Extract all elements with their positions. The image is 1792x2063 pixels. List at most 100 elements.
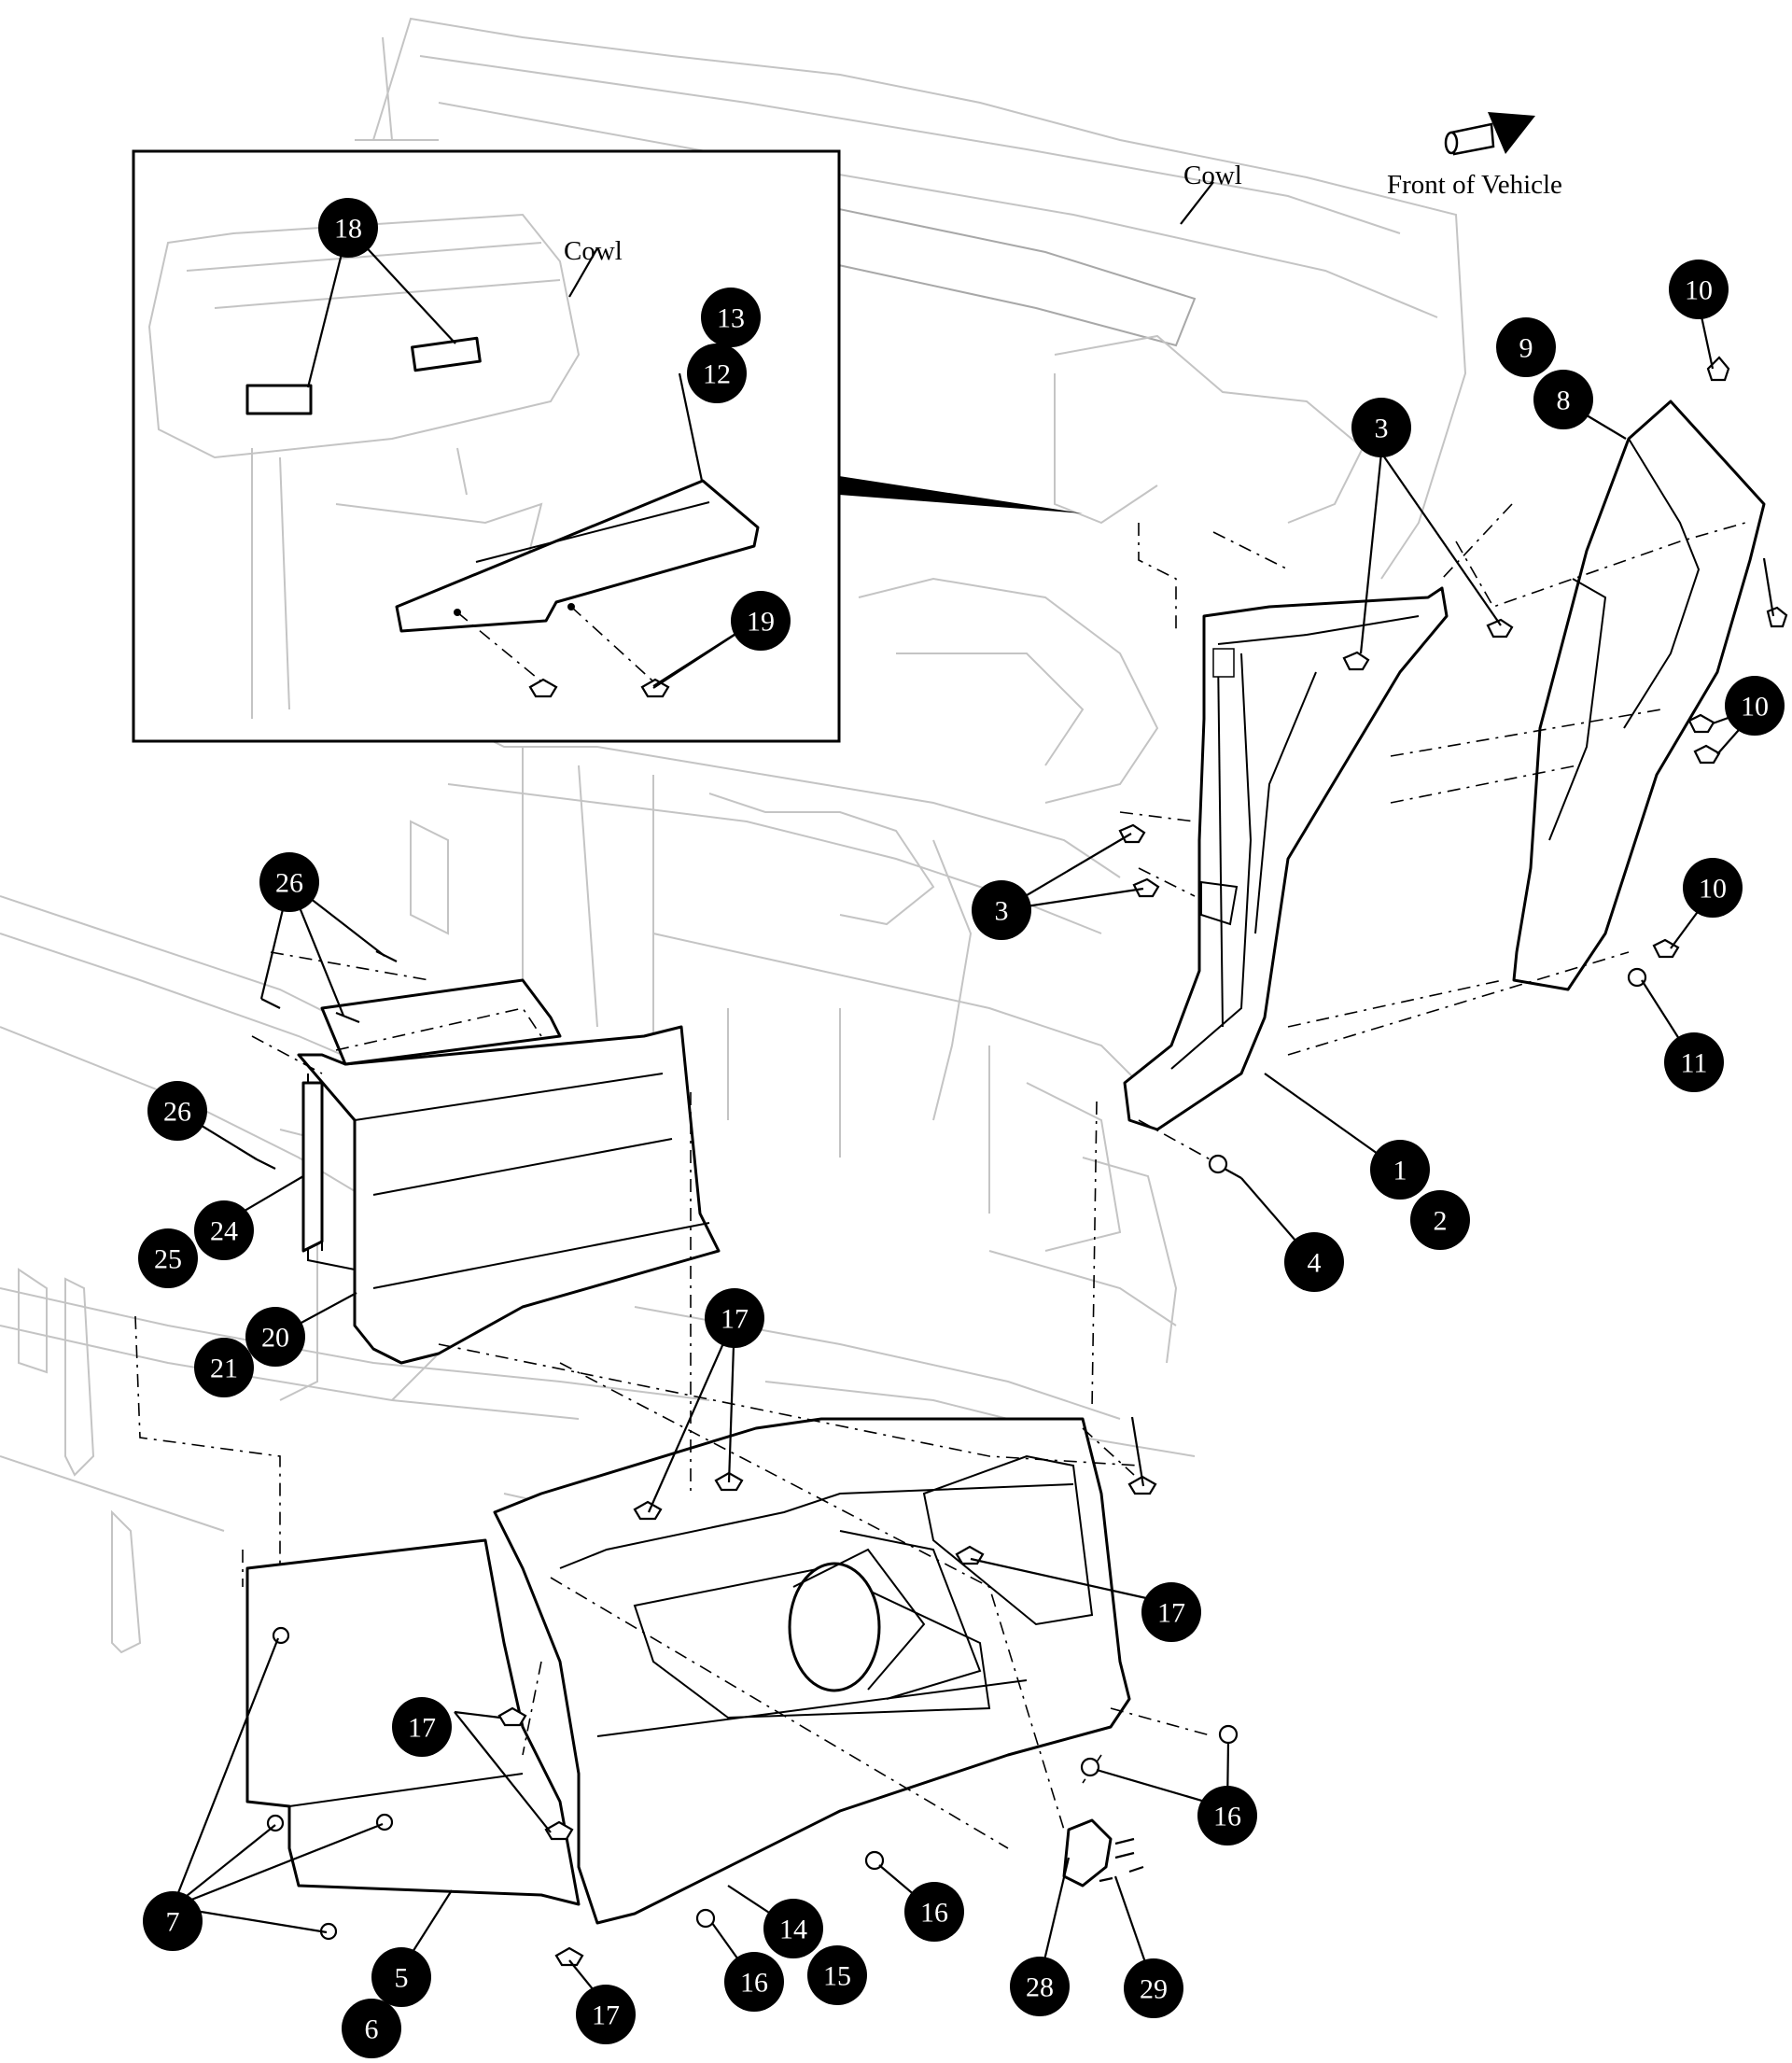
callout-circle	[904, 1882, 964, 1942]
callout-number: 20	[261, 1323, 289, 1354]
dash-trim-panel-part	[297, 978, 721, 1365]
callout-c12: 12	[687, 344, 747, 403]
callout-number: 19	[747, 607, 775, 638]
callout-circle	[342, 1999, 401, 2058]
callout-number: 12	[703, 359, 731, 390]
callout-number: 25	[154, 1244, 182, 1275]
callout-number: 17	[1157, 1598, 1185, 1629]
callout-number: 29	[1140, 1974, 1168, 2005]
callout-c6: 6	[342, 1999, 401, 2058]
callout-number: 15	[823, 1961, 851, 1992]
callout-circle	[138, 1228, 198, 1288]
callout-number: 16	[1213, 1802, 1241, 1832]
callout-number: 11	[1681, 1048, 1708, 1079]
callout-c10a: 10	[1669, 260, 1729, 319]
callout-number: 28	[1026, 1972, 1054, 2003]
callout-c8: 8	[1533, 370, 1593, 429]
callout-circle	[701, 288, 761, 347]
callout-number: 8	[1557, 386, 1571, 416]
callout-c3b: 3	[972, 880, 1031, 940]
callout-circle	[245, 1307, 305, 1367]
callout-circle	[1669, 260, 1729, 319]
cowl-label-main: Cowl	[1183, 161, 1242, 190]
callout-number: 18	[334, 214, 362, 245]
callout-number: 10	[1741, 692, 1769, 723]
callout-circle	[1351, 398, 1411, 457]
decal-rectangle-left	[245, 384, 313, 415]
callout-c14: 14	[763, 1899, 823, 1958]
callout-c19: 19	[731, 591, 791, 651]
callout-circle	[194, 1338, 254, 1397]
callout-c18: 18	[318, 198, 378, 258]
callout-circle	[392, 1697, 452, 1757]
callout-number: 26	[163, 1097, 191, 1128]
callout-circle	[724, 1952, 784, 2012]
callout-circle	[972, 880, 1031, 940]
callout-c10c: 10	[1683, 858, 1743, 918]
callout-number: 17	[592, 2000, 620, 2031]
assembly-dash-lines	[134, 503, 1746, 1849]
callout-circle	[1284, 1232, 1344, 1292]
bracket-part	[1062, 1818, 1113, 1888]
callout-c7: 7	[143, 1891, 203, 1951]
callout-c4: 4	[1284, 1232, 1344, 1292]
callout-c26a: 26	[259, 852, 319, 912]
callout-number: 3	[1375, 414, 1389, 444]
cowl-label-inset: Cowl	[564, 236, 623, 266]
callout-circle	[318, 198, 378, 258]
callout-c24: 24	[194, 1200, 254, 1260]
callout-number: 21	[210, 1354, 238, 1384]
callout-c26b: 26	[147, 1081, 207, 1141]
fasteners	[256, 356, 1788, 1967]
callout-number: 4	[1308, 1248, 1322, 1279]
callout-circle	[807, 1945, 867, 2005]
callout-number: 14	[779, 1915, 807, 1945]
callout-c20: 20	[245, 1307, 305, 1367]
callout-c10b: 10	[1725, 676, 1785, 736]
callout-number: 17	[721, 1304, 749, 1335]
callout-circle	[194, 1200, 254, 1260]
callout-circle	[1010, 1957, 1070, 2016]
callout-number: 2	[1434, 1206, 1448, 1237]
callout-circle	[147, 1081, 207, 1141]
callout-number: 16	[740, 1968, 768, 1999]
callout-c1: 1	[1370, 1140, 1430, 1200]
callout-circle	[1533, 370, 1593, 429]
callout-c3a: 3	[1351, 398, 1411, 457]
callout-circle	[1664, 1032, 1724, 1092]
side-panel-part	[1512, 400, 1766, 991]
callout-c5: 5	[371, 1947, 431, 2007]
callout-circle	[1683, 858, 1743, 918]
callout-c17a: 17	[705, 1288, 764, 1348]
callout-circle	[731, 591, 791, 651]
callout-circle	[371, 1947, 431, 2007]
callout-c9: 9	[1496, 317, 1556, 377]
bracket-left-part	[301, 1081, 324, 1253]
callout-number: 5	[395, 1963, 409, 1994]
callout-circle	[687, 344, 747, 403]
callout-c11: 11	[1664, 1032, 1724, 1092]
callout-circle	[763, 1899, 823, 1958]
callout-number: 13	[717, 303, 745, 334]
vehicle-frame-background	[0, 17, 1467, 1654]
callout-circle	[1141, 1582, 1201, 1642]
callout-circle	[1197, 1786, 1257, 1845]
callout-number: 10	[1685, 275, 1713, 306]
callout-c25: 25	[138, 1228, 198, 1288]
callout-number: 7	[166, 1907, 180, 1938]
callout-c16c: 16	[724, 1952, 784, 2012]
decal-rectangle-right	[411, 336, 482, 372]
callout-number: 10	[1699, 874, 1727, 905]
callout-c21: 21	[194, 1338, 254, 1397]
front-of-vehicle-label: Front of Vehicle	[1387, 170, 1562, 200]
callout-number: 24	[210, 1216, 238, 1247]
callout-circle	[143, 1891, 203, 1951]
callout-circle	[1370, 1140, 1430, 1200]
front-direction-arrow	[1444, 112, 1535, 156]
callout-number: 16	[920, 1898, 948, 1929]
callout-c16a: 16	[1197, 1786, 1257, 1845]
callout-c2: 2	[1410, 1190, 1470, 1250]
callout-circle	[1725, 676, 1785, 736]
callout-c15: 15	[807, 1945, 867, 2005]
